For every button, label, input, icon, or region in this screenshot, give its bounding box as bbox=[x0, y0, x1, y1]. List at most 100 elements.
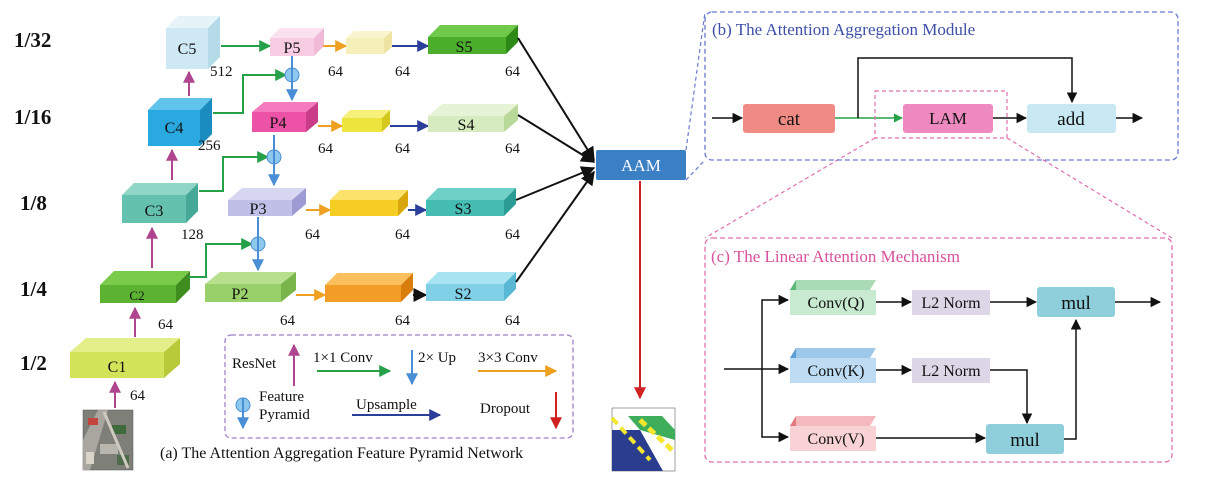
s5-channels: 64 bbox=[505, 64, 521, 80]
mid3-channels: 64 bbox=[395, 227, 411, 243]
cat-block: cat bbox=[743, 104, 835, 133]
svg-text:P3: P3 bbox=[250, 201, 267, 218]
pyramid-block-p2: P2 bbox=[205, 272, 296, 303]
mul-bottom-to-top-arrow bbox=[1064, 318, 1082, 440]
upsample-arrows bbox=[390, 40, 430, 216]
backbone-block-c3: C3 bbox=[122, 183, 198, 223]
aerial-input-image bbox=[82, 409, 134, 471]
svg-text:L2 Norm: L2 Norm bbox=[921, 295, 981, 312]
p2-channels: 64 bbox=[280, 313, 296, 329]
legend-conv3x3-label: 3×3 Conv bbox=[478, 350, 538, 366]
svg-text:S2: S2 bbox=[455, 286, 472, 303]
svg-text:P4: P4 bbox=[270, 115, 287, 132]
scale-label-1-2: 1/2 bbox=[20, 351, 47, 375]
zoom-line-c-left bbox=[704, 137, 876, 239]
mid2-channels: 64 bbox=[395, 313, 411, 329]
resnet-arrows bbox=[109, 70, 195, 408]
c2-channels: 64 bbox=[158, 317, 174, 333]
svg-text:P2: P2 bbox=[232, 286, 249, 303]
scale-label-1-16: 1/16 bbox=[14, 105, 51, 129]
mid-block-level4 bbox=[342, 110, 390, 132]
svg-text:C1: C1 bbox=[108, 359, 127, 376]
svg-text:Conv(K): Conv(K) bbox=[808, 363, 865, 380]
aggregate-arrows bbox=[515, 37, 596, 283]
mid-block-level3 bbox=[330, 190, 408, 216]
svg-text:mul: mul bbox=[1061, 293, 1091, 314]
svg-text:S5: S5 bbox=[456, 39, 473, 56]
scale-label-1-4: 1/4 bbox=[20, 277, 47, 301]
skip-connection-arrow bbox=[857, 57, 1078, 118]
svg-text:C2: C2 bbox=[129, 288, 144, 303]
s4-channels: 64 bbox=[505, 141, 521, 157]
mid-block-level2 bbox=[325, 273, 413, 302]
mul-top-block: mul bbox=[1037, 287, 1115, 317]
norm-k-to-mul-arrow bbox=[990, 369, 1033, 425]
pyramid-block-p4: P4 bbox=[252, 102, 318, 132]
mul-bottom-block: mul bbox=[986, 424, 1064, 454]
caption-a: (a) The Attention Aggregation Feature Py… bbox=[160, 445, 523, 462]
legend-up2x-label: 2× Up bbox=[418, 350, 456, 366]
panel-b-title: (b) The Attention Aggregation Module bbox=[712, 20, 975, 39]
p5-channels: 64 bbox=[328, 64, 344, 80]
conv1x1-arrows bbox=[188, 40, 288, 278]
svg-text:P5: P5 bbox=[284, 40, 301, 57]
l2-norm-k-block: L2 Norm bbox=[912, 358, 990, 383]
output-block-s4: S4 bbox=[428, 104, 518, 134]
mid5-channels: 64 bbox=[395, 64, 411, 80]
legend-feature-pyramid-label-2: Pyramid bbox=[259, 407, 310, 423]
legend-upsample-label: Upsample bbox=[356, 397, 417, 413]
svg-text:L2 Norm: L2 Norm bbox=[921, 363, 981, 380]
input-to-q-arrow bbox=[761, 294, 790, 369]
panel-b-box bbox=[704, 11, 1179, 161]
scale-label-1-8: 1/8 bbox=[20, 191, 47, 215]
backbone-block-c1: C1 bbox=[70, 338, 180, 378]
legend-dropout-label: Dropout bbox=[480, 401, 531, 417]
pyramid-block-p3: P3 bbox=[228, 188, 306, 218]
legend-resnet-label: ResNet bbox=[232, 356, 277, 372]
svg-text:C4: C4 bbox=[165, 120, 184, 137]
conv-k-block: Conv(K) bbox=[790, 348, 876, 383]
svg-text:Conv(V): Conv(V) bbox=[808, 431, 865, 448]
svg-text:LAM: LAM bbox=[929, 109, 967, 128]
s3-channels: 64 bbox=[505, 227, 521, 243]
svg-text:S4: S4 bbox=[458, 117, 475, 134]
p3-channels: 64 bbox=[305, 227, 321, 243]
svg-text:AAM: AAM bbox=[621, 156, 661, 175]
s2-channels: 64 bbox=[505, 313, 521, 329]
lam-block: LAM bbox=[903, 104, 993, 133]
c1-channels: 64 bbox=[130, 388, 146, 404]
svg-text:mul: mul bbox=[1010, 430, 1040, 451]
c3-channels: 128 bbox=[181, 227, 204, 243]
p4-channels: 64 bbox=[318, 141, 334, 157]
svg-text:C3: C3 bbox=[145, 203, 164, 220]
panel-c-box bbox=[704, 237, 1173, 463]
output-block-s2: S2 bbox=[426, 272, 516, 303]
output-block-s5: S5 bbox=[428, 25, 518, 56]
scale-label-1-32: 1/32 bbox=[14, 28, 51, 52]
aam-block: AAM bbox=[596, 150, 686, 180]
output-block-s3: S3 bbox=[426, 188, 516, 218]
zoom-line-b-top bbox=[685, 11, 706, 151]
svg-text:C5: C5 bbox=[178, 41, 197, 58]
panel-c-title: (c) The Linear Attention Mechanism bbox=[711, 247, 960, 266]
add-block: add bbox=[1027, 104, 1116, 133]
zoom-line-c-right bbox=[1006, 137, 1173, 239]
svg-text:cat: cat bbox=[778, 109, 801, 130]
conv3x3-arrows bbox=[296, 40, 348, 301]
svg-text:Conv(Q): Conv(Q) bbox=[808, 295, 865, 312]
legend-feature-pyramid-label-1: Feature bbox=[259, 389, 304, 405]
svg-text:S3: S3 bbox=[455, 201, 472, 218]
pyramid-block-p5: P5 bbox=[270, 28, 324, 57]
backbone-block-c5: C5 bbox=[166, 16, 220, 69]
mid4-channels: 64 bbox=[395, 141, 411, 157]
segmentation-output-image bbox=[610, 407, 676, 472]
backbone-block-c4: C4 bbox=[148, 98, 212, 146]
zoom-line-b-bottom bbox=[685, 159, 706, 181]
input-to-v-arrow bbox=[761, 369, 790, 443]
l2-norm-q-block: L2 Norm bbox=[912, 290, 990, 315]
legend-conv1x1-label: 1×1 Conv bbox=[313, 350, 373, 366]
legend-box bbox=[224, 334, 574, 439]
svg-text:add: add bbox=[1057, 109, 1085, 130]
mid-block-level5 bbox=[346, 31, 392, 54]
